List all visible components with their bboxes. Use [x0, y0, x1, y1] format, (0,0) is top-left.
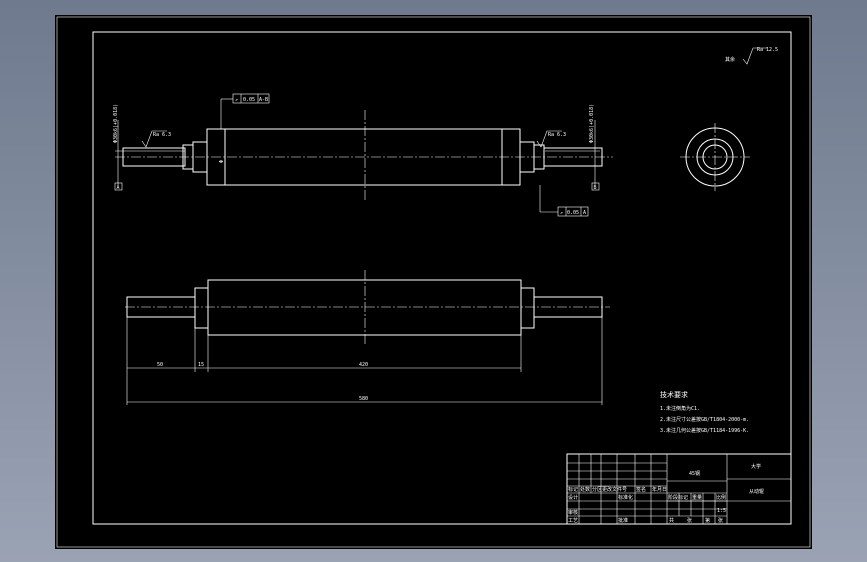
dimension-lines: 50 15 420 580 [126, 317, 603, 405]
svg-text:Ra 12.5: Ra 12.5 [757, 47, 778, 53]
svg-text:张: 张 [718, 517, 723, 524]
drawing-sheet: 其余 Ra 12.5 [55, 15, 812, 549]
dimension-total: 580 [359, 396, 368, 402]
inner-border [92, 31, 792, 525]
svg-text:更改文件号: 更改文件号 [602, 486, 627, 493]
svg-text:1.未注倒角为C1.: 1.未注倒角为C1. [660, 405, 700, 412]
svg-text:处数: 处数 [580, 486, 590, 493]
svg-text:A-B: A-B [259, 97, 268, 103]
svg-text:阶段标记: 阶段标记 [668, 494, 688, 501]
title-block: 45钢 大学 从动辊 1:5 标记 处数 分区 更改文件号 签名 年月日 设计 … [566, 453, 792, 525]
shaft-front-view [115, 110, 613, 200]
svg-text:0.05: 0.05 [567, 210, 579, 216]
svg-text:张: 张 [687, 517, 692, 524]
dimension-3: 420 [359, 362, 368, 368]
svg-text:技术要求: 技术要求 [660, 390, 688, 399]
svg-text:45钢: 45钢 [689, 470, 700, 477]
datum-a: A [114, 182, 123, 191]
svg-text:标记: 标记 [568, 486, 578, 493]
svg-text:Ra 6.3: Ra 6.3 [548, 132, 566, 138]
svg-text:第: 第 [705, 517, 710, 524]
svg-text:重量: 重量 [692, 494, 702, 501]
shaft-side-view [680, 123, 750, 191]
svg-text:设计: 设计 [568, 494, 578, 501]
svg-text:0.05: 0.05 [243, 97, 255, 103]
svg-text:比例: 比例 [716, 494, 726, 501]
svg-text:大学: 大学 [751, 463, 761, 470]
svg-text:工艺: 工艺 [568, 518, 578, 524]
roughness-general: 其余 Ra 12.5 [725, 47, 778, 65]
svg-text:从动辊: 从动辊 [749, 488, 764, 495]
svg-text:其余: 其余 [725, 56, 735, 63]
runout-tolerance-top: ↗ 0.05 A-B [220, 93, 270, 129]
svg-text:3.未注几何公差按GB/T1184-1996-K.: 3.未注几何公差按GB/T1184-1996-K. [660, 427, 749, 434]
svg-text:共: 共 [669, 517, 674, 524]
drawing-canvas: 其余 Ra 12.5 [56, 16, 811, 548]
diameter-label-right: Φ30k6(+0.018) [589, 104, 595, 143]
datum-b: B [591, 182, 600, 191]
outer-frame [56, 16, 811, 548]
roughness-left: Ra 6.3 [141, 130, 171, 148]
svg-text:A: A [583, 210, 586, 216]
technical-notes: 技术要求 1.未注倒角为C1. 2.未注尺寸公差按GB/T1804-2000-m… [660, 390, 749, 434]
svg-text:↗: ↗ [560, 210, 563, 216]
svg-text:1:5: 1:5 [717, 508, 726, 514]
svg-text:标准化: 标准化 [618, 494, 633, 501]
runout-tolerance-bottom: ↗ 0.05 A [539, 185, 589, 217]
svg-text:2.未注尺寸公差按GB/T1804-2000-m.: 2.未注尺寸公差按GB/T1804-2000-m. [660, 416, 749, 423]
shaft-top-view [125, 270, 610, 345]
svg-text:分区: 分区 [592, 486, 602, 493]
roughness-right: Ra 6.3 [536, 130, 566, 148]
svg-text:B: B [594, 185, 597, 191]
dimension-2: 15 [198, 362, 204, 368]
svg-text:Ra 6.3: Ra 6.3 [153, 132, 171, 138]
svg-text:批准: 批准 [618, 517, 628, 524]
svg-text:A: A [117, 185, 120, 191]
svg-text:年月日: 年月日 [652, 486, 667, 493]
svg-text:签名: 签名 [636, 486, 646, 493]
svg-text:↗: ↗ [235, 97, 238, 103]
diameter-label-body: Φ [219, 160, 225, 163]
dimension-1: 50 [157, 362, 163, 368]
svg-text:审核: 审核 [568, 509, 578, 516]
diameter-label-left: Φ30k6(+0.018) [113, 104, 119, 143]
